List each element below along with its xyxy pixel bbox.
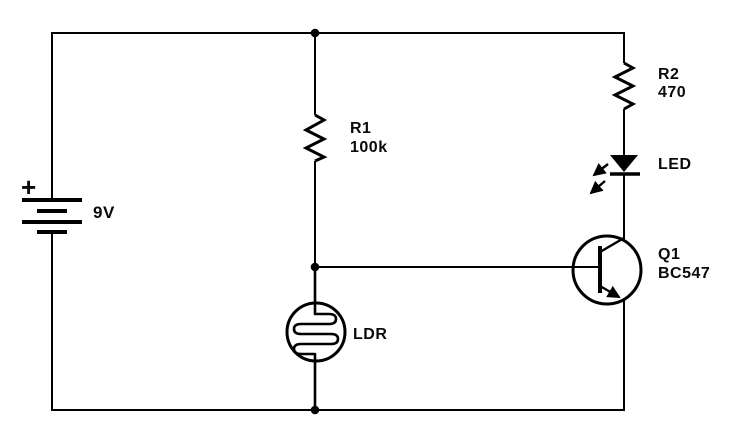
led-emission-arrow-1: [592, 163, 609, 177]
r1-designator-label: R1: [350, 120, 371, 137]
transistor-q1-symbol: [571, 234, 643, 306]
q1-part-label: BC547: [658, 265, 710, 282]
transistor-emitter-line: [599, 284, 621, 299]
r1-value-label: 100k: [350, 139, 388, 156]
led-anode-triangle: [610, 155, 638, 172]
battery-plus-sign: +: [21, 172, 36, 202]
ldr-serpentine-track: [292, 267, 340, 410]
wire-top-rail: [51, 32, 625, 200]
resistor-r1-symbol: [302, 113, 328, 163]
wires: [51, 32, 625, 411]
ldr-symbol: [285, 267, 347, 410]
resistor-r2-symbol: [611, 61, 637, 111]
junction-dot-base: [310, 262, 320, 272]
junction-dots: [310, 28, 320, 415]
ldr-label: LDR: [353, 326, 387, 343]
transistor-collector-line: [599, 236, 625, 254]
led-emission-arrow-2: [589, 180, 606, 195]
wire-bottom-rail: [51, 232, 625, 411]
junction-dot-bottom: [310, 405, 320, 415]
junction-dot-top: [310, 28, 320, 38]
r2-value-label: 470: [658, 84, 686, 101]
r2-designator-label: R2: [658, 66, 679, 83]
led-label: LED: [658, 156, 692, 173]
transistor-body-circle: [571, 234, 643, 306]
led-symbol: [589, 155, 640, 195]
battery-symbol: [22, 198, 82, 234]
battery-voltage-label: 9V: [93, 203, 115, 222]
q1-designator-label: Q1: [658, 246, 680, 263]
